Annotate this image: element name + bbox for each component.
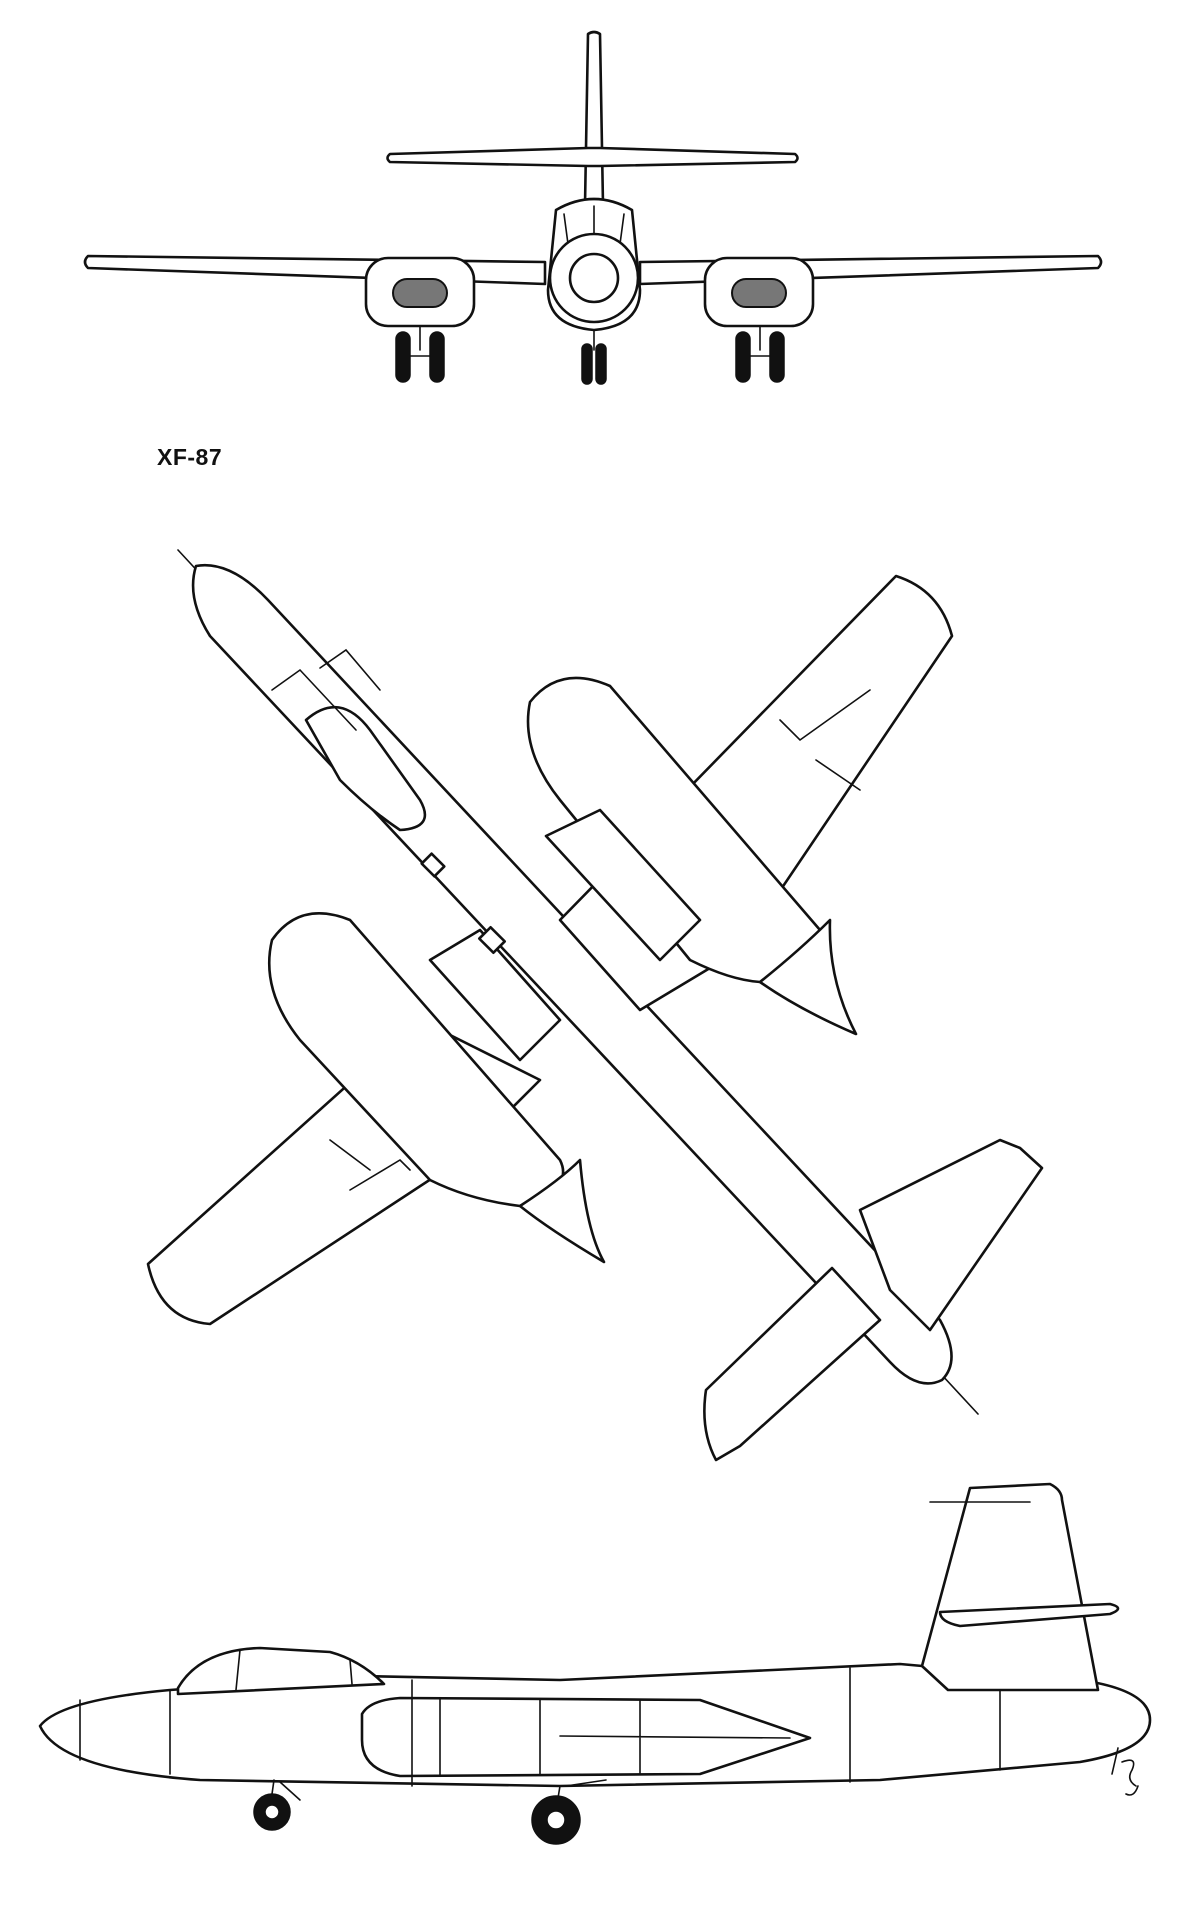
- plan-view-canopy: [304, 705, 427, 832]
- plan-view-tailplane-left: [703, 1266, 882, 1462]
- side-view-nose-gear: [253, 1779, 301, 1831]
- plan-view-cockpit-panels: [271, 648, 381, 731]
- plan-view: [146, 549, 1044, 1462]
- plan-view-right-exhaust: [758, 918, 858, 1036]
- front-view-canopy-frame: [563, 205, 625, 245]
- front-view-left-gear: [395, 325, 445, 383]
- plan-view-left-exhaust: [518, 1158, 606, 1264]
- side-view-tailplane: [938, 1602, 1120, 1628]
- front-view-radome: [568, 252, 620, 304]
- front-view-right-gear: [735, 325, 785, 383]
- aircraft-designation: XF-87: [157, 444, 223, 470]
- plan-view-wing-root-left: [428, 928, 562, 1062]
- front-view-fin: [583, 30, 605, 207]
- front-view-left-wing: [83, 254, 547, 286]
- plan-view-wing-root-right: [544, 808, 702, 962]
- front-view-tailplane: [386, 146, 799, 168]
- plan-view-tailplane-right: [858, 1138, 1044, 1332]
- signature-monogram: [1111, 1747, 1139, 1796]
- plan-view-access-panel-1: [420, 852, 446, 878]
- front-view: [83, 30, 1103, 385]
- side-view-fin: [920, 1482, 1100, 1692]
- side-view-main-gear: [531, 1779, 607, 1845]
- front-view-nose-gear: [581, 329, 607, 385]
- front-view-left-intake: [392, 278, 448, 308]
- side-view-canopy: [176, 1646, 386, 1696]
- side-view: [38, 1482, 1152, 1845]
- side-view-panel-lines: [79, 1667, 1001, 1787]
- plan-view-access-panel-2: [477, 925, 507, 955]
- front-view-right-intake: [731, 278, 787, 308]
